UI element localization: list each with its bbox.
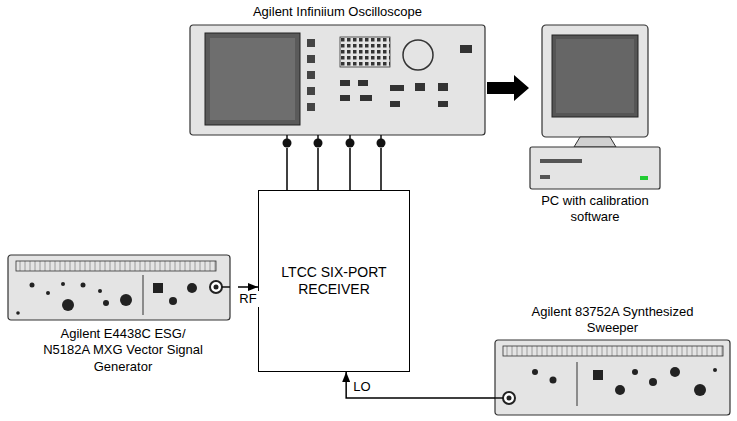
signal-name: RF — [237, 291, 258, 307]
probe-wire — [349, 148, 351, 190]
signal-generator-drawing — [8, 255, 230, 320]
instrument-label: Agilent 83752A Synthesized Sweeper — [528, 304, 698, 337]
instrument-label: PC with calibration software — [520, 193, 670, 226]
probe-wire — [317, 148, 319, 190]
synthesized-sweeper: Agilent 83752A Synthesized Sweeper — [495, 340, 730, 415]
oscilloscope: Agilent Infiniium Oscilloscope — [190, 25, 485, 148]
instrument-label: Agilent Infiniium Oscilloscope — [198, 4, 478, 20]
signal-name: LO — [351, 379, 372, 395]
oscilloscope-drawing — [190, 25, 485, 148]
signal-line — [238, 286, 258, 288]
probe-wire — [286, 148, 288, 190]
sweeper-drawing — [495, 340, 730, 415]
signal-line — [346, 372, 495, 398]
data-transfer-arrow — [487, 75, 529, 101]
instrument-label: Agilent E4438C ESG/ N5182A MXG Vector Si… — [38, 326, 208, 375]
box-label: LTCC SIX-PORT RECEIVER — [267, 264, 401, 299]
probe-wire — [380, 148, 382, 190]
pc-workstation: PC with calibration software — [530, 25, 660, 190]
pc-drawing — [530, 25, 660, 189]
receiver-box: LTCC SIX-PORT RECEIVER — [258, 190, 410, 372]
signal-generator: Agilent E4438C ESG/ N5182A MXG Vector Si… — [8, 255, 238, 320]
